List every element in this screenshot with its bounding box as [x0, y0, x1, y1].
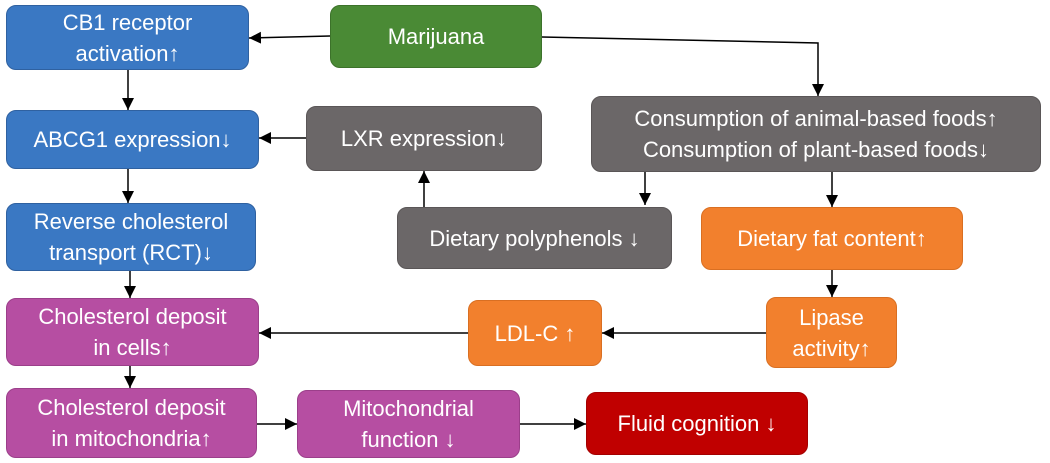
node-marijuana: Marijuana [330, 5, 542, 68]
node-dietary-fat-content: Dietary fat content↑ [701, 207, 963, 270]
node-cholesterol-deposit-cells: Cholesterol deposit in cells↑ [6, 298, 259, 366]
node-reverse-cholesterol-transport: Reverse cholesterol transport (RCT)↓ [6, 203, 256, 271]
node-lxr-expression: LXR expression↓ [306, 106, 542, 171]
node-mitochondrial-function: Mitochondrial function ↓ [297, 390, 520, 458]
node-dietary-polyphenols: Dietary polyphenols ↓ [397, 207, 672, 269]
node-lipase-activity: Lipase activity↑ [766, 297, 897, 368]
arrow-marijuana-to-cb1 [248, 31, 331, 44]
arrow-marijuana-to-consumption [541, 36, 824, 96]
node-fluid-cognition: Fluid cognition ↓ [586, 392, 808, 455]
node-abcg1-expression: ABCG1 expression↓ [6, 110, 259, 169]
node-cholesterol-deposit-mitochondria: Cholesterol deposit in mitochondria↑ [6, 388, 257, 458]
node-cb1-receptor-activation: CB1 receptor activation↑ [6, 5, 249, 70]
node-consumption: Consumption of animal-based foods↑ Consu… [591, 96, 1041, 172]
node-ldl-c: LDL-C ↑ [468, 300, 602, 366]
